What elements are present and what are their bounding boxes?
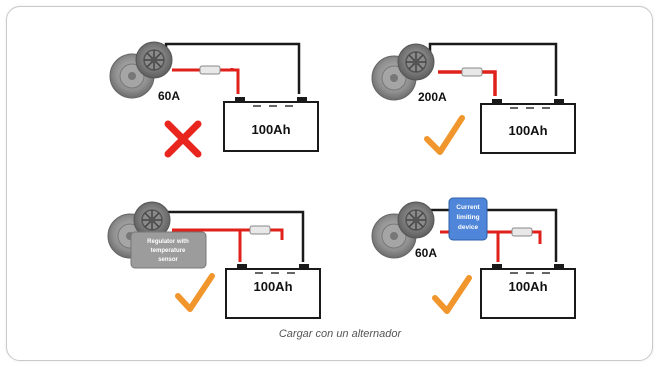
fuse — [511, 227, 533, 237]
battery-label: 100Ah — [251, 122, 290, 137]
regulator-label-line1: Regulator with — [147, 239, 189, 245]
limiter-label-line2: limiting — [456, 214, 479, 221]
current-limiter-box: Current limiting device — [448, 197, 488, 241]
regulator-label-line3: sensor — [158, 257, 178, 263]
caption: Cargar con un alternador — [279, 328, 403, 340]
battery-label: 100Ah — [508, 123, 547, 138]
red-cable — [438, 70, 497, 96]
fuse — [199, 65, 221, 75]
check-icon — [432, 275, 472, 314]
current-label: 200A — [418, 90, 447, 104]
red-cable — [172, 228, 284, 262]
current-label: 60A — [158, 89, 180, 103]
panel-top-left: 60A 100Ah — [109, 41, 319, 158]
red-cable — [172, 68, 240, 94]
check-icon — [424, 115, 465, 155]
panel-top-right: 200A 100Ah — [371, 42, 576, 155]
fuse — [461, 67, 483, 77]
panel-bottom-left: Regulator with temperature sensor 100Ah — [107, 201, 321, 320]
black-cable — [428, 42, 558, 96]
current-label: 60A — [415, 246, 437, 260]
regulator-box: Regulator with temperature sensor — [130, 231, 207, 269]
panel-bottom-right: Current limiting device 60A 100Ah — [371, 197, 576, 320]
red-cable — [440, 230, 542, 262]
check-icon — [175, 273, 215, 312]
limiter-label-line1: Current — [456, 204, 480, 211]
battery-label: 100Ah — [508, 279, 547, 294]
cross-icon — [164, 120, 202, 158]
limiter-label-line3: device — [458, 224, 479, 231]
fuse — [249, 225, 271, 235]
regulator-label-line2: temperature — [151, 248, 186, 254]
battery-label: 100Ah — [253, 279, 292, 294]
